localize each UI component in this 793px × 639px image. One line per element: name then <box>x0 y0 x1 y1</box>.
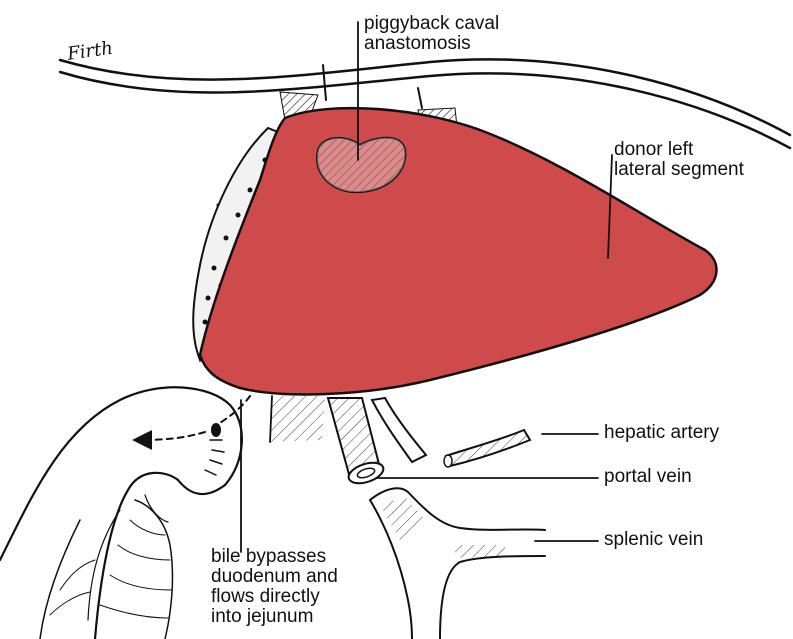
label-bile-line3: flows directly <box>211 587 338 607</box>
bile-flow-arrow <box>142 396 250 440</box>
label-donor-left-lateral-segment: donor left lateral segment <box>614 140 744 180</box>
label-hepatic-artery: hepatic artery <box>604 423 719 443</box>
inferior-vena-cava <box>270 396 325 442</box>
label-donor-line1: donor left <box>614 140 744 160</box>
jejunum-loop <box>0 387 242 639</box>
label-portal-vein: portal vein <box>604 467 692 487</box>
label-bile-bypass: bile bypasses duodenum and flows directl… <box>211 547 338 627</box>
splenic-vein-drawing <box>370 488 545 639</box>
label-piggyback-line2: anastomosis <box>364 34 499 54</box>
label-splenic-vein: splenic vein <box>604 530 703 550</box>
label-piggyback-caval-anastomosis: piggyback caval anastomosis <box>364 14 499 54</box>
label-bile-line2: duodenum and <box>211 567 338 587</box>
label-bile-line4: into jejunum <box>211 607 338 627</box>
hepatic-artery-drawing <box>372 398 530 467</box>
label-bile-line1: bile bypasses <box>211 547 338 567</box>
label-piggyback-line1: piggyback caval <box>364 14 499 34</box>
label-donor-line2: lateral segment <box>614 160 744 180</box>
